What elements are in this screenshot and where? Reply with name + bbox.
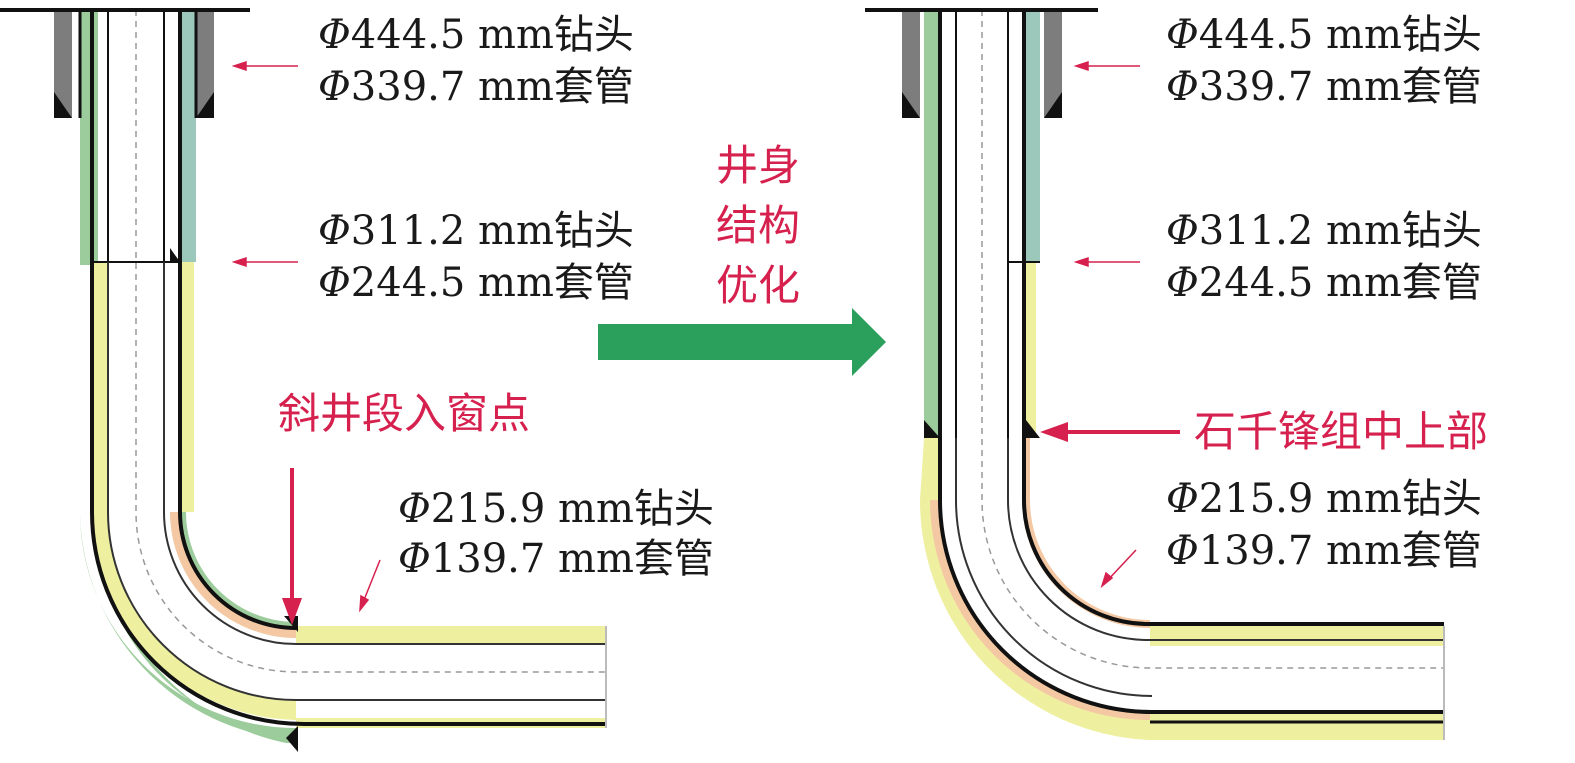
- right-intermediate-casing-label: Φ244.5 mm套管: [1166, 260, 1482, 306]
- right-production-casing-label: Φ139.7 mm套管: [1166, 528, 1482, 574]
- left-conductor-left: [54, 10, 72, 118]
- left-production-bit-label: Φ215.9 mm钻头: [398, 486, 714, 532]
- left-well: [54, 10, 607, 752]
- left-surface-casing-label: Φ339.7 mm套管: [318, 64, 634, 110]
- left-right-yellow-col: [180, 262, 194, 512]
- right-well: [902, 10, 1445, 740]
- left-lateral-top-cement: [296, 626, 606, 644]
- right-lateral-top-cement: [1150, 626, 1444, 646]
- right-bore-outer: [955, 438, 1153, 697]
- right-production-bit-label: Φ215.9 mm钻头: [1166, 476, 1482, 522]
- left-conductor-shoe-l: [54, 92, 72, 118]
- left-surface-bit-label: Φ444.5 mm钻头: [318, 12, 634, 58]
- optimization-arrow: [598, 308, 886, 376]
- left-right-teal-col: [180, 10, 196, 262]
- right-prod-outer: [938, 438, 1444, 714]
- left-bore-inner: [163, 262, 606, 645]
- left-outer-cement-col: [80, 10, 98, 265]
- right-prod-inner: [1022, 438, 1444, 626]
- right-shoe-r: [1026, 420, 1040, 438]
- right-peach-band: [930, 500, 1150, 720]
- left-callout-arrowhead: [282, 598, 302, 625]
- left-window-shoe: [284, 616, 298, 632]
- right-surface-bit-label: Φ444.5 mm钻头: [1166, 12, 1482, 58]
- left-bore-outer: [107, 262, 606, 701]
- left-inner-bend-peach: [170, 512, 296, 638]
- left-bottom-shoe: [286, 726, 298, 752]
- left-intermediate-casing-label: Φ244.5 mm套管: [318, 260, 634, 306]
- optimization-line1: 井身: [716, 141, 800, 190]
- left-surface-shoe: [170, 248, 180, 262]
- optimization-line3: 优化: [716, 261, 800, 310]
- right-conductor-left: [902, 10, 920, 118]
- right-callout-label: 石千锋组中上部: [1194, 407, 1488, 456]
- left-centerline: [135, 10, 606, 673]
- leader-arrows: [231, 60, 1140, 613]
- left-labels: Φ444.5 mm钻头 Φ339.7 mm套管 Φ311.2 mm钻头 Φ244…: [278, 12, 714, 582]
- right-bore-inner: [1007, 438, 1444, 641]
- right-shoe-l: [924, 420, 940, 438]
- right-conductor-shoe-l: [902, 92, 920, 118]
- left-conductor-right: [196, 10, 214, 118]
- right-labels: Φ444.5 mm钻头 Φ339.7 mm套管 Φ311.2 mm钻头 Φ244…: [1166, 12, 1488, 574]
- left-prod-inner-top: [178, 262, 297, 630]
- right-callout-arrowhead: [1040, 422, 1068, 442]
- right-inner-bend: [1022, 438, 1150, 628]
- right-teal-col: [1024, 10, 1040, 262]
- right-conductor-shoe-r: [1044, 92, 1062, 118]
- right-green-col: [924, 10, 940, 438]
- left-prod-outer: [90, 262, 606, 726]
- left-conductor-shoe-r: [196, 92, 214, 118]
- optimization-labels: 井身 结构 优化: [716, 141, 800, 310]
- right-conductor-right: [1044, 10, 1062, 118]
- right-intermediate-bit-label: Φ311.2 mm钻头: [1166, 208, 1482, 254]
- right-centerline: [981, 10, 1444, 669]
- left-intermediate-bit-label: Φ311.2 mm钻头: [318, 208, 634, 254]
- right-yellow-col: [1024, 262, 1036, 438]
- optimization-line2: 结构: [716, 201, 800, 250]
- left-production-casing-label: Φ139.7 mm套管: [398, 536, 714, 582]
- right-surface-casing-label: Φ339.7 mm套管: [1166, 64, 1482, 110]
- left-callout-label: 斜井段入窗点: [278, 389, 530, 438]
